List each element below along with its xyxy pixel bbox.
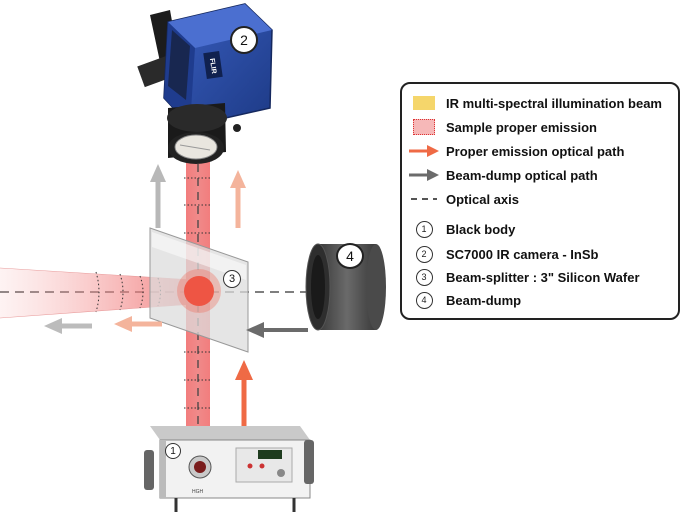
beam-dump-path-arrow-left: [44, 318, 92, 334]
beam-dump-path-arrow-up: [150, 164, 166, 228]
orange-arrow-icon: [409, 145, 439, 157]
legend-box: IR multi-spectral illumination beam Samp…: [400, 82, 680, 320]
proper-emission-arrow-left: [114, 316, 162, 332]
badge-dump: 4: [336, 243, 364, 269]
yellow-swatch-icon: [413, 96, 435, 110]
legend-label: SC7000 IR camera - InSb: [446, 246, 599, 262]
badge-blackbody: 1: [165, 443, 181, 459]
legend-component-4: 4 Beam-dump: [402, 289, 521, 311]
legend-component-1: 1 Black body: [402, 218, 515, 240]
proper-emission-arrow-up: [230, 170, 246, 228]
gray-arrow-icon: [409, 169, 439, 181]
legend-label: Sample proper emission: [446, 119, 597, 135]
vertical-beam-wavefronts: [184, 177, 212, 409]
dashed-line-icon: [411, 198, 437, 200]
component-number: 3: [415, 268, 433, 286]
legend-component-3: 3 Beam-splitter : 3" Silicon Wafer: [402, 266, 640, 288]
legend-item-illumination: IR multi-spectral illumination beam: [402, 92, 662, 114]
legend-label: IR multi-spectral illumination beam: [446, 95, 662, 111]
legend-component-2: 2 SC7000 IR camera - InSb: [402, 243, 598, 265]
badge-dump-number: 4: [346, 248, 354, 264]
legend-label: Beam-dump: [446, 292, 522, 308]
badge-camera: 2: [230, 26, 258, 54]
legend-item-optical-axis: Optical axis: [402, 188, 519, 210]
red-dotted-swatch-icon: [413, 119, 435, 135]
legend-label: Beam-splitter : 3" Silicon Wafer: [446, 269, 640, 285]
camera-brand-label: FLIR: [208, 58, 217, 74]
component-number: 2: [415, 245, 433, 263]
legend-label: Beam-dump optical path: [446, 167, 598, 183]
legend-label: Proper emission optical path: [446, 143, 625, 159]
legend-label: Black body: [446, 221, 516, 237]
beam-dump-arrow: [246, 322, 308, 338]
badge-splitter-number: 3: [228, 273, 236, 285]
component-number: 1: [415, 220, 433, 238]
blackbody-brand-label: HGH: [192, 489, 204, 495]
blackbody-device: HGH: [144, 426, 314, 512]
legend-label: Optical axis: [446, 191, 519, 207]
beam-dump: [305, 243, 386, 331]
horizontal-emission-beam: [0, 268, 195, 318]
legend-item-emission: Sample proper emission: [402, 116, 597, 138]
beam-spot: [184, 276, 214, 306]
horizontal-beam-wavefronts: [95, 271, 161, 313]
component-number: 4: [415, 291, 433, 309]
badge-camera-number: 2: [240, 32, 248, 48]
badge-splitter: 3: [223, 270, 241, 288]
badge-blackbody-number: 1: [170, 445, 176, 457]
ir-camera: FLIR: [137, 3, 273, 164]
legend-item-dump-path: Beam-dump optical path: [402, 164, 598, 186]
legend-item-proper-path: Proper emission optical path: [402, 140, 624, 162]
